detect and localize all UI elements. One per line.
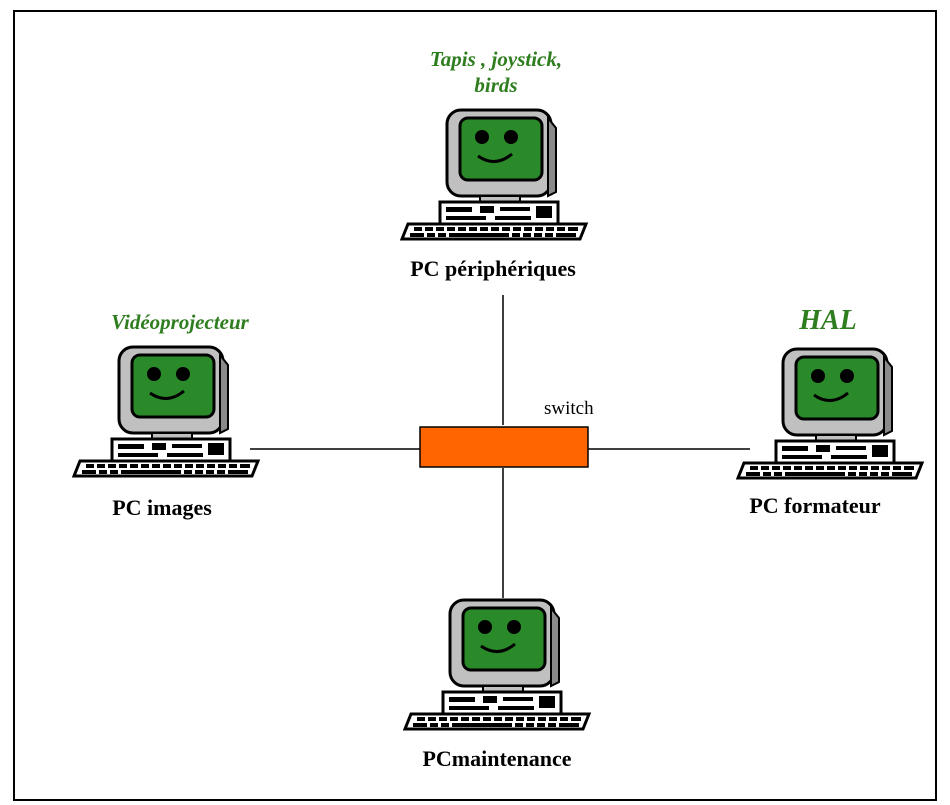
videoprojector-label: Vidéoprojecteur [111,310,249,334]
pc-images-computer-icon [72,343,262,478]
hal-label: HAL [799,305,857,336]
diagram-frame [13,10,937,801]
pc-peripheriques-label: PC périphériques [410,256,576,281]
pc-images-label: PC images [112,495,212,520]
peripherals-devices-line2: birds [474,73,518,97]
pc-maintenance-label: PCmaintenance [422,746,572,771]
pc-maintenance-computer-icon [403,596,593,731]
peripherals-devices-line1: Tapis , joystick, [429,47,563,71]
pc-formateur-label: PC formateur [749,493,881,518]
pc-peripheriques-computer-icon [400,106,590,241]
switch-label: switch [544,398,594,419]
switch-box [419,426,589,468]
pc-formateur-computer-icon [736,345,926,480]
